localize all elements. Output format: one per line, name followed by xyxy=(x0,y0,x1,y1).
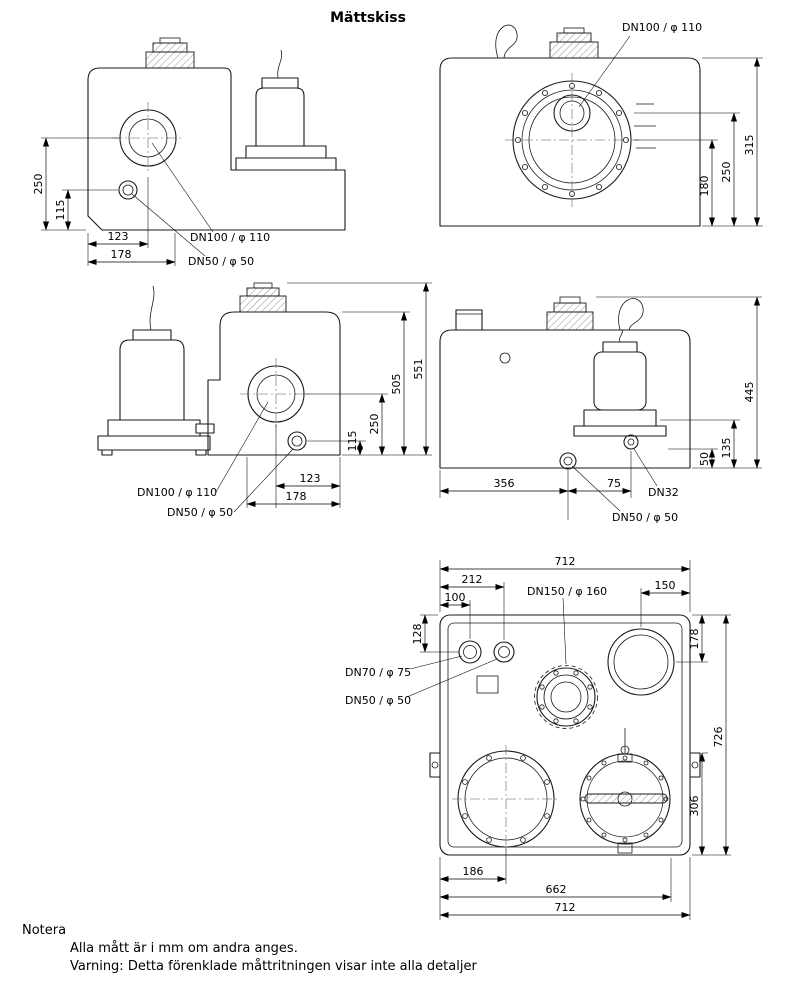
dimensions: 250 115 123 178 DN100 / φ 110 DN50 / φ 5… xyxy=(32,137,270,268)
port-dn70 xyxy=(458,640,482,664)
junction-box xyxy=(476,675,499,694)
tank-detail xyxy=(499,352,511,364)
dim-115: 115 xyxy=(346,431,359,452)
vent-cap xyxy=(239,282,287,313)
port-dn50 xyxy=(287,431,307,451)
dimensions: 712 212 100 150 DN150 / φ 160 128 178 30… xyxy=(345,555,731,920)
dim-123: 123 xyxy=(300,472,321,485)
power-cable xyxy=(495,24,518,59)
dim-115: 115 xyxy=(54,200,67,221)
dim-712-top: 712 xyxy=(555,555,576,568)
dim-250: 250 xyxy=(720,162,733,183)
label-dn100: DN100 / φ 110 xyxy=(137,486,217,499)
view-side-lower: 445 135 50 356 75 DN32 DN50 / φ 50 xyxy=(439,296,762,524)
vent-pipe xyxy=(455,309,483,330)
tank-outline xyxy=(439,57,701,227)
flange-bolts xyxy=(539,670,593,724)
port-dn50 xyxy=(559,452,577,470)
dim-180: 180 xyxy=(698,176,711,197)
notes-heading: Notera xyxy=(22,923,66,938)
label-dn50: DN50 / φ 50 xyxy=(188,255,254,268)
notes: Notera Alla mått är i mm om andra anges.… xyxy=(22,923,477,974)
tank-outline xyxy=(207,311,341,456)
dim-356: 356 xyxy=(494,477,515,490)
dim-186: 186 xyxy=(463,865,484,878)
dim-135: 135 xyxy=(720,438,733,459)
pump-cover xyxy=(579,728,671,854)
access-flange xyxy=(505,73,656,207)
dim-212: 212 xyxy=(462,573,483,586)
dim-128: 128 xyxy=(411,624,424,645)
view-side-upper: DN100 / φ 110 180 250 315 xyxy=(439,21,763,227)
mounting-tabs xyxy=(429,752,701,778)
vent-cap xyxy=(549,27,599,59)
access-cover xyxy=(452,745,560,853)
cover-bolts xyxy=(462,755,550,843)
port-dn50 xyxy=(118,180,138,200)
pump-unit xyxy=(97,285,215,456)
dimensions: DN100 / φ 110 180 250 315 xyxy=(578,21,763,227)
outlet-stub xyxy=(617,842,633,854)
dim-726: 726 xyxy=(712,727,725,748)
dim-178: 178 xyxy=(688,629,701,650)
dim-315: 315 xyxy=(743,135,756,156)
pump-unit xyxy=(573,329,667,450)
dim-100: 100 xyxy=(445,591,466,604)
dim-75: 75 xyxy=(607,477,621,490)
label-dn70: DN70 / φ 75 xyxy=(345,666,411,679)
vent-cap xyxy=(145,37,195,69)
notes-line-warning: Varning: Detta förenklade måttritningen … xyxy=(70,959,477,974)
flange-dn100 xyxy=(240,358,312,430)
dimensions: 115 250 505 551 123 178 DN100 / φ 110 DN… xyxy=(137,282,432,519)
dim-178: 178 xyxy=(286,490,307,503)
label-dn50: DN50 / φ 50 xyxy=(167,506,233,519)
dim-662: 662 xyxy=(546,883,567,896)
outlet-dn32 xyxy=(623,434,639,450)
dim-505: 505 xyxy=(390,374,403,395)
dim-445: 445 xyxy=(743,382,756,403)
tank-outline xyxy=(439,329,691,469)
power-cable xyxy=(618,298,644,331)
flange-dn100 xyxy=(112,102,184,174)
dim-250: 250 xyxy=(368,414,381,435)
label-dn100: DN100 / φ 110 xyxy=(622,21,702,34)
dim-712-bottom: 712 xyxy=(555,901,576,914)
inlet-flange-dn150 xyxy=(534,665,598,729)
dimensions: 445 135 50 356 75 DN32 DN50 / φ 50 xyxy=(439,296,762,524)
tank-outline xyxy=(439,614,691,856)
lifting-handle xyxy=(584,793,668,804)
vent-opening xyxy=(607,628,675,696)
page-title: Mättskiss xyxy=(330,10,406,26)
view-front-lower: 115 250 505 551 123 178 DN100 / φ 110 DN… xyxy=(97,282,432,519)
dim-250: 250 xyxy=(32,174,45,195)
label-dn32: DN32 xyxy=(648,486,679,499)
dim-50: 50 xyxy=(698,452,711,466)
view-front-upper: 250 115 123 178 DN100 / φ 110 DN50 / φ 5… xyxy=(32,37,346,268)
notes-line-units: Alla mått är i mm om andra anges. xyxy=(70,941,298,956)
dim-306: 306 xyxy=(688,796,701,817)
dim-150: 150 xyxy=(655,579,676,592)
pump-unit xyxy=(235,49,337,171)
label-dn100: DN100 / φ 110 xyxy=(190,231,270,244)
port-dn50 xyxy=(493,641,515,663)
dim-551: 551 xyxy=(412,359,425,380)
label-dn150: DN150 / φ 160 xyxy=(527,585,607,598)
dim-178: 178 xyxy=(111,248,132,261)
level-marks xyxy=(634,103,656,149)
flange-bolts xyxy=(515,83,630,197)
dim-123: 123 xyxy=(108,230,129,243)
view-top: 712 212 100 150 DN150 / φ 160 128 178 30… xyxy=(345,555,731,920)
label-dn50: DN50 / φ 50 xyxy=(345,694,411,707)
label-dn50: DN50 / φ 50 xyxy=(612,511,678,524)
vent-cap xyxy=(546,296,594,331)
